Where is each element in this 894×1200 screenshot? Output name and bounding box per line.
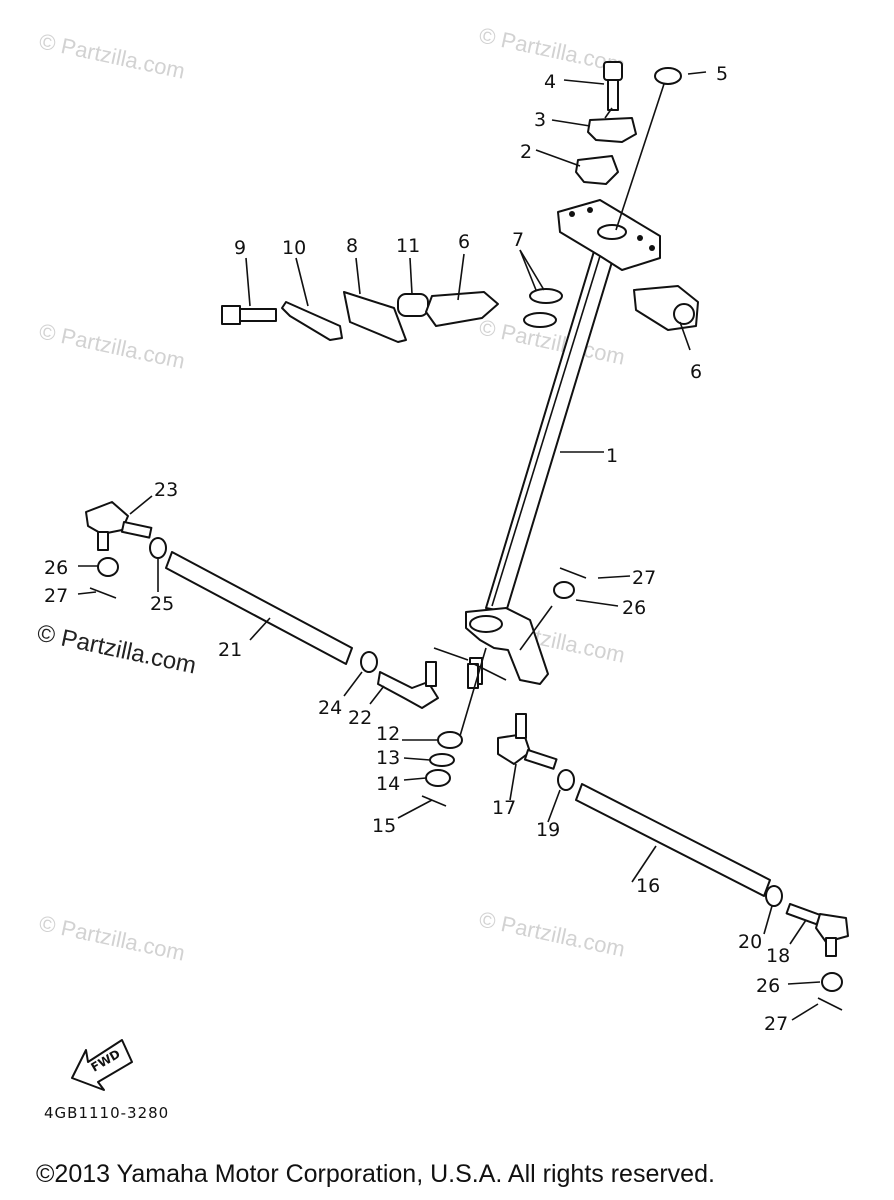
- callout-27: 27: [764, 1013, 788, 1035]
- callout-1: 1: [606, 445, 618, 467]
- callout-6: 6: [458, 231, 470, 253]
- callout-17: 17: [492, 797, 516, 819]
- callout-16: 16: [636, 875, 660, 897]
- callout-labels: 1 2 3 4 5 6 6 7 8 9 10 11 12 13 14 15 16…: [44, 63, 790, 1035]
- callout-27: 27: [44, 585, 68, 607]
- left-tie-rod-assembly: [85, 501, 439, 709]
- callout-26: 26: [756, 975, 780, 997]
- callout-26: 26: [622, 597, 646, 619]
- callout-15: 15: [372, 815, 396, 837]
- callout-20: 20: [738, 931, 762, 953]
- callout-6: 6: [690, 361, 702, 383]
- watermark: © Partzilla.com: [477, 906, 627, 961]
- callout-25: 25: [150, 593, 174, 615]
- callout-18: 18: [766, 945, 790, 967]
- watermark: © Partzilla.com: [37, 318, 187, 373]
- pitman-nut-stack: [421, 663, 479, 807]
- callout-12: 12: [376, 723, 400, 745]
- callout-11: 11: [396, 235, 420, 257]
- watermark: © Partzilla.com: [37, 910, 187, 965]
- upper-clamp-parts: [575, 61, 682, 231]
- right-tie-rod-assembly: [497, 567, 849, 1011]
- callout-4: 4: [544, 71, 556, 93]
- callout-21: 21: [218, 639, 242, 661]
- diagram-code: 4GB1110-3280: [44, 1104, 169, 1122]
- copyright-text: ©2013 Yamaha Motor Corporation, U.S.A. A…: [36, 1160, 715, 1188]
- callout-9: 9: [234, 237, 246, 259]
- callout-10: 10: [282, 237, 306, 259]
- callout-13: 13: [376, 747, 400, 769]
- callout-24: 24: [318, 697, 342, 719]
- callout-23: 23: [154, 479, 178, 501]
- callout-14: 14: [376, 773, 400, 795]
- callout-26: 26: [44, 557, 68, 579]
- callout-22: 22: [348, 707, 372, 729]
- leader-lines: [77, 71, 821, 1021]
- steering-shaft: [465, 199, 661, 685]
- callout-8: 8: [346, 235, 358, 257]
- forward-arrow-icon: FWD: [71, 1039, 133, 1091]
- callout-19: 19: [536, 819, 560, 841]
- callout-7: 7: [512, 229, 524, 251]
- callout-3: 3: [534, 109, 546, 131]
- callout-5: 5: [716, 63, 728, 85]
- callout-27: 27: [632, 567, 656, 589]
- bracket-hardware: [221, 285, 699, 343]
- watermark-dark: © Partzilla.com: [35, 619, 199, 679]
- watermark: © Partzilla.com: [37, 28, 187, 83]
- callout-2: 2: [520, 141, 532, 163]
